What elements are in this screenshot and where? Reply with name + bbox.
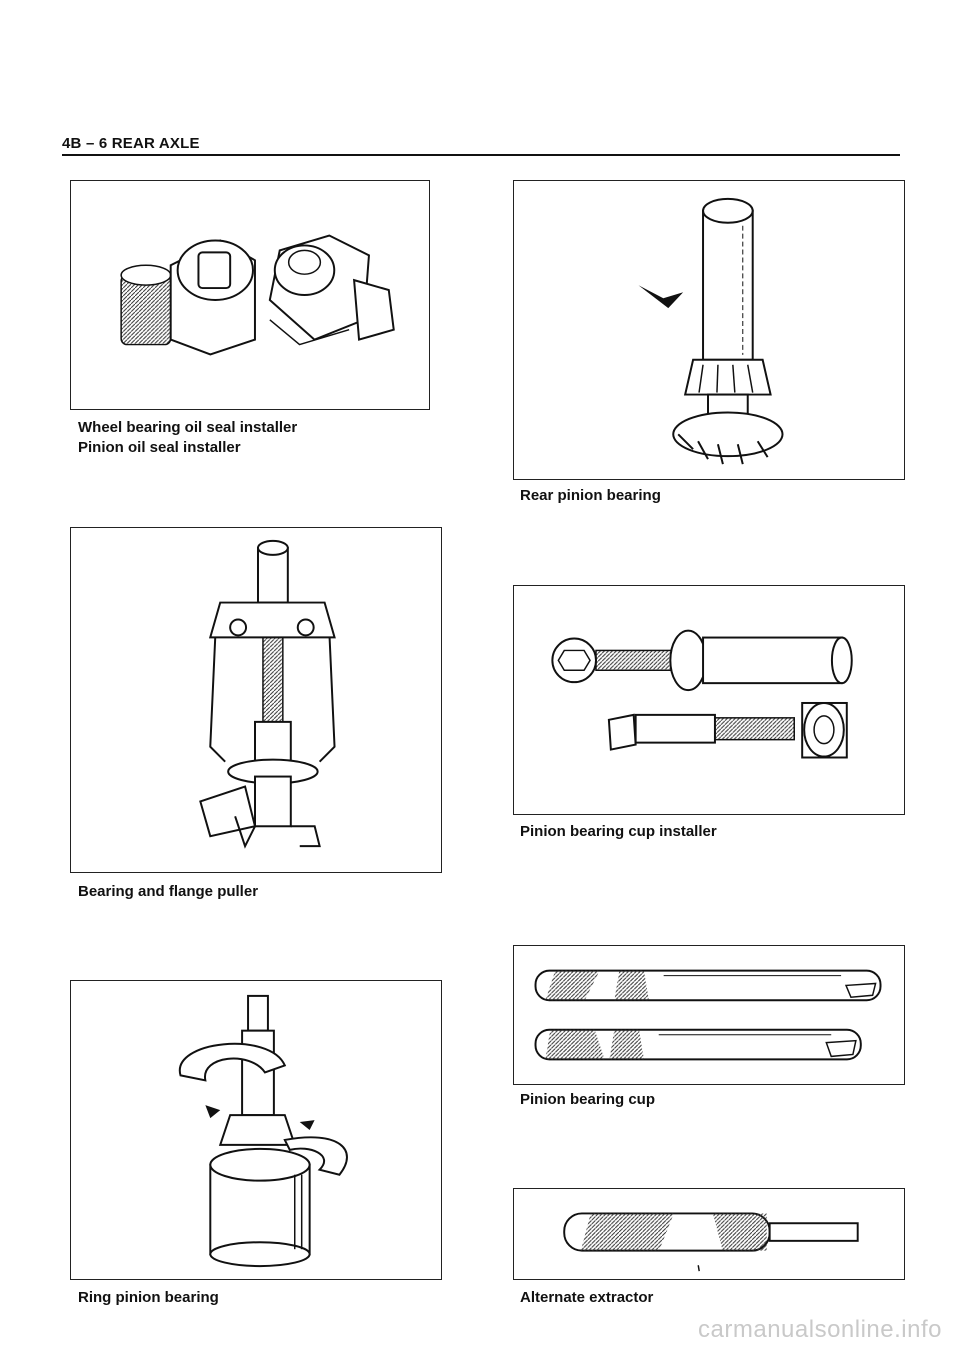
- cup-installer-illustration: [551, 629, 853, 759]
- figure-rear-pinion-bearing: [513, 180, 905, 480]
- caption-pinion-cup: Pinion bearing cup: [520, 1090, 655, 1110]
- caption-text: Pinion bearing cup: [520, 1091, 656, 1108]
- caption-line-1: Wheel bearing oil seal installer: [78, 419, 298, 436]
- caption-line-2: Pinion oil seal installer: [78, 439, 241, 456]
- page-title: 4B – 6 REAR AXLE: [62, 135, 200, 152]
- caption-ring-pinion: Ring pinion bearing: [78, 1288, 219, 1308]
- caption-wheel-seal: Wheel bearing oil seal installer Pinion …: [78, 418, 297, 458]
- caption-text: Rear pinion bearing: [520, 487, 661, 504]
- figure-bearing-flange-puller: [70, 527, 442, 873]
- figure-ring-pinion-bearing: [70, 980, 442, 1280]
- figure-alternate-extractor: [513, 1188, 905, 1280]
- caption-text: Alternate extractor: [520, 1289, 654, 1306]
- caption-flange-puller: Bearing and flange puller: [78, 882, 258, 902]
- page-header: 4B – 6 REAR AXLE: [62, 135, 900, 156]
- figure-cup-installer: [513, 585, 905, 815]
- extractor-illustration: [563, 1212, 859, 1272]
- caption-rear-pinion: Rear pinion bearing: [520, 486, 661, 506]
- figure-wheel-seal-installer: [70, 180, 430, 410]
- figure-pinion-bearing-cup: [513, 945, 905, 1085]
- rear-pinion-illustration: [638, 197, 784, 465]
- caption-text: Bearing and flange puller: [78, 883, 259, 900]
- caption-extractor: Alternate extractor: [520, 1288, 653, 1308]
- seal-installer-illustration: [120, 234, 395, 356]
- bearing-cup-illustration: [534, 969, 882, 1061]
- caption-cup-installer: Pinion bearing cup installer: [520, 822, 717, 842]
- site-watermark: carmanualsonline.info: [698, 1316, 942, 1343]
- caption-text: Pinion bearing cup installer: [520, 823, 717, 840]
- ring-pinion-illustration: [178, 994, 348, 1268]
- flange-puller-illustration: [199, 539, 336, 849]
- caption-text: Ring pinion bearing: [78, 1289, 219, 1306]
